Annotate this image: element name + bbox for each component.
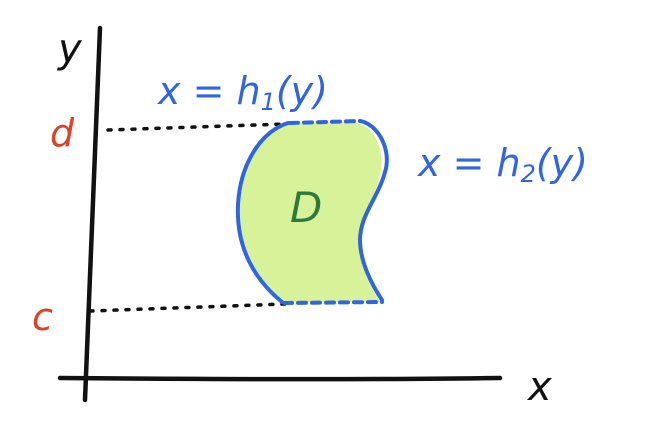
y-axis: [82, 25, 103, 403]
right-curve-label-arg: (y): [536, 141, 588, 185]
left-curve-label-sub: 1: [261, 88, 276, 116]
top-edge-dashed: [288, 119, 362, 125]
left-curve-label-arg: (y): [276, 69, 328, 113]
right-curve-label-sub: 2: [521, 160, 536, 188]
dotted-line-c: [88, 302, 287, 313]
right-curve-label-main: x = h: [417, 141, 521, 185]
y-axis-label: y: [57, 26, 83, 72]
svg-text:x = h2(y): x = h2(y): [417, 141, 588, 188]
dotted-line-d: [106, 122, 287, 132]
lower-bound-label-c: c: [32, 295, 53, 339]
x-axis: [57, 375, 503, 382]
svg-text:x = h1(y): x = h1(y): [157, 69, 328, 116]
bottom-edge-dashed: [282, 300, 384, 305]
region-d-shape: [237, 121, 382, 302]
left-curve-label-main: x = h: [157, 69, 261, 113]
right-curve-label: x = h2(y): [417, 141, 588, 188]
x-axis-label: x: [526, 364, 552, 410]
left-boundary-curve: [235, 121, 290, 304]
region-label: D: [290, 183, 322, 232]
upper-bound-label-d: d: [50, 111, 75, 155]
left-curve-label: x = h1(y): [157, 69, 328, 116]
right-boundary-curve: [357, 119, 389, 302]
